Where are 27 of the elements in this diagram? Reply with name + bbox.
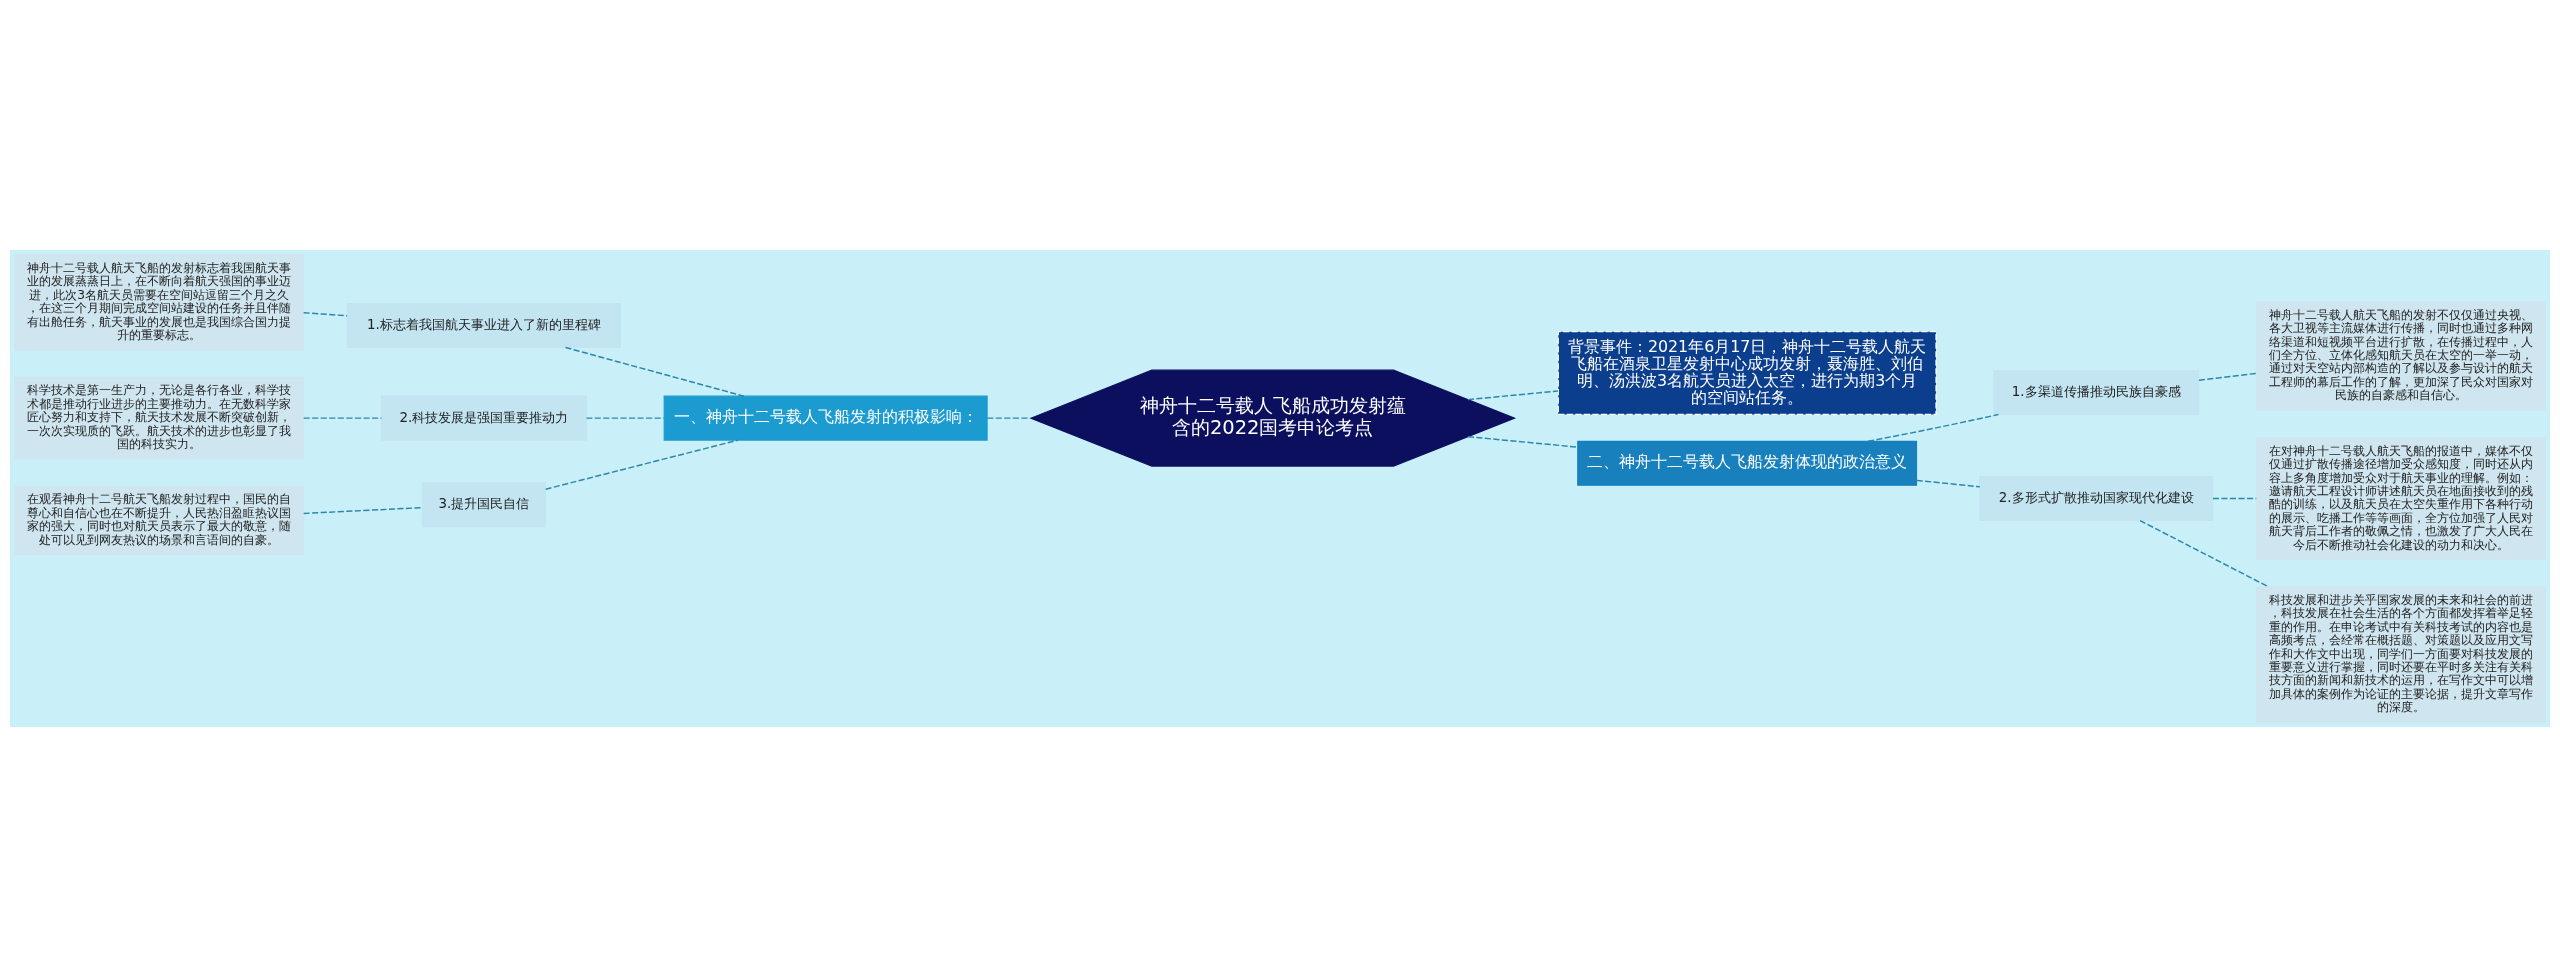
connector [986,417,1032,419]
connector [302,417,383,419]
node-box: 在观看神舟十二号航天飞船发射过程中，国民的自尊心和自信心也在不断提升，人民热泪盈眶热议国家的强大，同时也对航天员表示了最大的敬意，随处可以见到网友热议的场景和言语间的自豪。 [14,485,305,556]
node-box: 2.多形式扩散推动国家现代化建设 [1979,476,2214,522]
connector [585,417,665,419]
node-box: 3.提升国民自信 [421,482,547,528]
node-box: 二、神舟十二号载人飞船发射体现的政治意义 [1577,440,1918,486]
connector [1867,413,2000,442]
connector [302,506,423,515]
connector [302,311,348,317]
node-box: 一、神舟十二号载人飞船发射的积极影响： [663,395,988,441]
connector [1467,390,1559,401]
node-box: 在对神舟十二号载人航天飞船的报道中，媒体不仅仅通过扩散传播途径增加受众感知度，同时还从内容上多角度增加受众对于航天事业的理解。例如：邀请航天工程设计师讲述航天员在地面接收到的残酷的训练，以及航天员在太空失重作用下各种行动的展示、吃播工作等等画面，全方位加强了人民对航天背后工作者的敬佩之情，也激发了广大人民在今后不断推动社会化建设的动力和决心。 [2255,437,2546,561]
connector [545,439,739,490]
connector [1915,479,1981,488]
node-box: 背景事件：2021年6月17日，神舟十二号载人航天飞船在酒泉卫星发射中心成功发射，聂海胜、刘伯明、汤洪波3名航天员进入太空，进行为期3个月的空间站任务。 [1557,331,1937,416]
node-box: 科学技术是第一生产力，无论是各行各业，科学技术都是推动行业进步的主要推动力。在无数科学家匠心努力和支持下，航天技术发展不断突破创新，一次次实现质的飞跃。航天技术的进步也彰显了我国的科技实力。 [14,376,305,460]
node-box: 神舟十二号载人航天飞船的发射不仅仅通过央视、各大卫视等主流媒体进行传播，同时也通过多种网络渠道和短视频平台进行扩散，在传播过程中，人们全方位、立体化感知航天员在太空的一举一动，通过对天空站内部构造的了解以及参与设计的航天工程师的幕后工作的了解，更加深了民众对国家对民族的自豪感和自信心。 [2255,301,2546,411]
node-box: 1.多渠道传播推动民族自豪感 [1993,370,2200,416]
node-box: 1.标志着我国航天事业进入了新的里程碑 [346,303,621,349]
connector [1467,435,1579,448]
connector [2198,372,2257,381]
connector [2139,519,2270,588]
connector [564,346,745,397]
node-box: 神舟十二号载人航天飞船的发射标志着我国航天事业的发展蒸蒸日上，在不断向着航天强国的事业迈进，此次3名航天员需要在空间站逗留三个月之久，在这三个月期间完成空间站建设的任务并且伴随有出舱任务，航天事业的发展也是我国综合国力提升的重要标志。 [14,254,305,351]
node-box: 2.科技发展是强国重要推动力 [380,395,587,441]
node-box: 科技发展和进步关乎国家发展的未来和社会的前进，科技发展在社会生活的各个方面都发挥着举足轻重的作用。在申论考试中有关科技考试的内容也是高频考点，会经常在概括题、对策题以及应用文写作和大作文中出现，同学们一方面要对科技发展的重要意义进行掌握，同时还要在平时多关注有关科技方面的新闻和新技术的运用，在写作文中可以增加具体的案例作为论证的主要论据，提升文章写作的深度。 [2255,586,2546,723]
